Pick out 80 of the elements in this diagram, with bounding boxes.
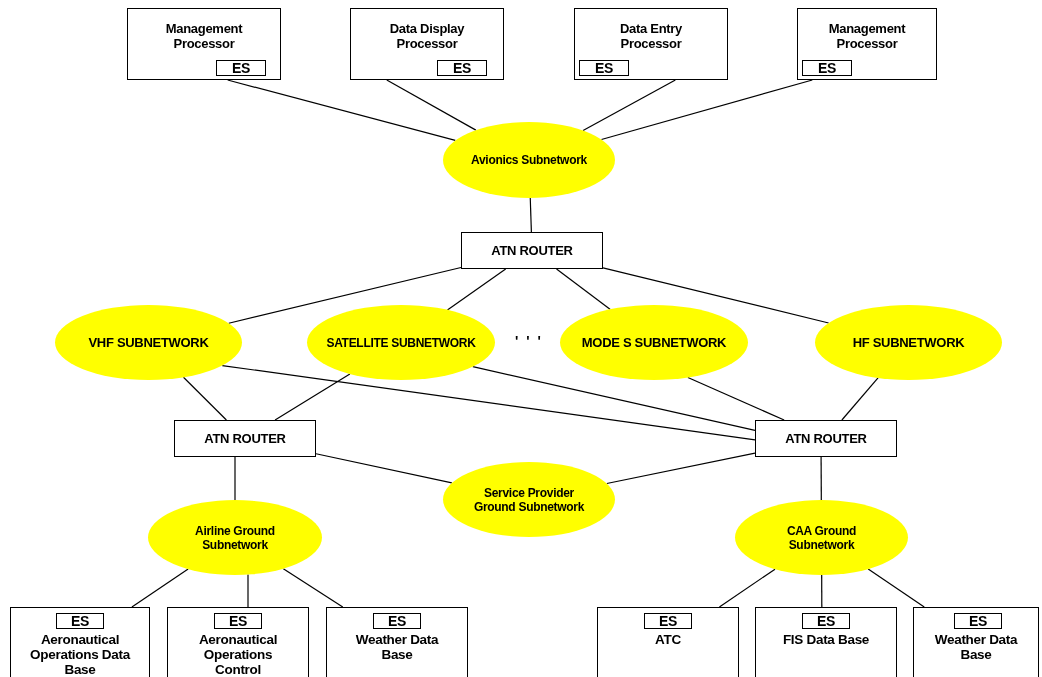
node-label: VHF SUBNETWORK	[88, 335, 209, 350]
node-label: ES	[70, 614, 90, 628]
es-box	[644, 613, 692, 629]
es-box	[802, 613, 850, 629]
connector-line	[282, 568, 344, 608]
connector-line	[602, 267, 830, 324]
connector-line	[446, 268, 507, 311]
connector-line	[227, 79, 456, 142]
node-label: ES	[231, 61, 251, 75]
node-label: Weather Data Base	[933, 632, 1019, 662]
router-box	[174, 420, 316, 457]
node-label: ATN ROUTER	[204, 431, 286, 446]
node-label: Data Entry Processor	[619, 21, 683, 51]
node-label: Service Provider Ground Subnetwork	[472, 485, 586, 514]
node-label: Management Processor	[827, 21, 907, 51]
router-box	[755, 420, 897, 457]
connector-line	[867, 568, 925, 608]
connector-line	[555, 268, 611, 310]
connector-line	[582, 79, 676, 132]
system-box	[597, 607, 739, 677]
connector-line	[600, 79, 813, 141]
node-label: ES	[228, 614, 248, 628]
connector-line	[386, 79, 477, 131]
node-label: ATN ROUTER	[491, 243, 573, 258]
node-label: ATN ROUTER	[785, 431, 867, 446]
node-label: Aeronautical Operations Control	[197, 632, 279, 677]
node-label: ES	[594, 61, 614, 75]
connector-line	[529, 197, 532, 233]
node-label: ES	[968, 614, 988, 628]
connector-line	[247, 574, 249, 608]
es-box	[214, 613, 262, 629]
es-box	[802, 60, 852, 76]
node-label: SATELLITE SUBNETWORK	[326, 335, 476, 350]
connector-line	[228, 266, 462, 324]
system-box	[755, 607, 897, 677]
es-box	[579, 60, 629, 76]
processor-box	[797, 8, 937, 80]
connector-line	[274, 373, 351, 421]
connector-line	[221, 364, 756, 441]
node-label: Weather Data Base	[354, 632, 440, 662]
connector-line	[234, 456, 236, 501]
connector-line	[841, 377, 879, 421]
es-box	[216, 60, 266, 76]
connector-line	[606, 452, 756, 485]
processor-box	[350, 8, 504, 80]
connector-line	[315, 453, 453, 484]
system-box	[167, 607, 309, 677]
node-label: MODE S SUBNETWORK	[581, 335, 727, 350]
node-label: Aeronautical Operations Data Base	[29, 632, 132, 677]
es-box	[56, 613, 104, 629]
es-box	[954, 613, 1002, 629]
node-label: ES	[387, 614, 407, 628]
node-label: FIS Data Base	[782, 632, 870, 647]
node-label: Avionics Subnetwork	[471, 153, 587, 167]
processor-box	[127, 8, 281, 80]
connector-line	[821, 574, 823, 608]
node-label: Management Processor	[164, 21, 244, 51]
system-box	[913, 607, 1039, 677]
connector-line	[131, 568, 189, 608]
ellipsis-mark: ' ' '	[515, 333, 543, 349]
node-label: Data Display Processor	[388, 21, 466, 51]
node-label: Airline Ground Subnetwork	[194, 523, 276, 552]
es-box	[373, 613, 421, 629]
node-label: ES	[816, 614, 836, 628]
es-box	[437, 60, 487, 76]
node-label: ES	[452, 61, 472, 75]
node-label: HF SUBNETWORK	[852, 335, 965, 350]
node-label: ATC	[655, 632, 681, 647]
router-box	[461, 232, 603, 269]
system-box	[10, 607, 150, 677]
node-label: ES	[817, 61, 837, 75]
connector-line	[687, 376, 785, 421]
connector-line	[718, 568, 776, 608]
node-label: CAA Ground Subnetwork	[785, 523, 858, 552]
system-box	[326, 607, 468, 677]
connector-line	[820, 456, 822, 501]
connector-line	[472, 366, 756, 431]
processor-box	[574, 8, 728, 80]
connector-line	[182, 376, 227, 421]
node-label: ES	[658, 614, 678, 628]
